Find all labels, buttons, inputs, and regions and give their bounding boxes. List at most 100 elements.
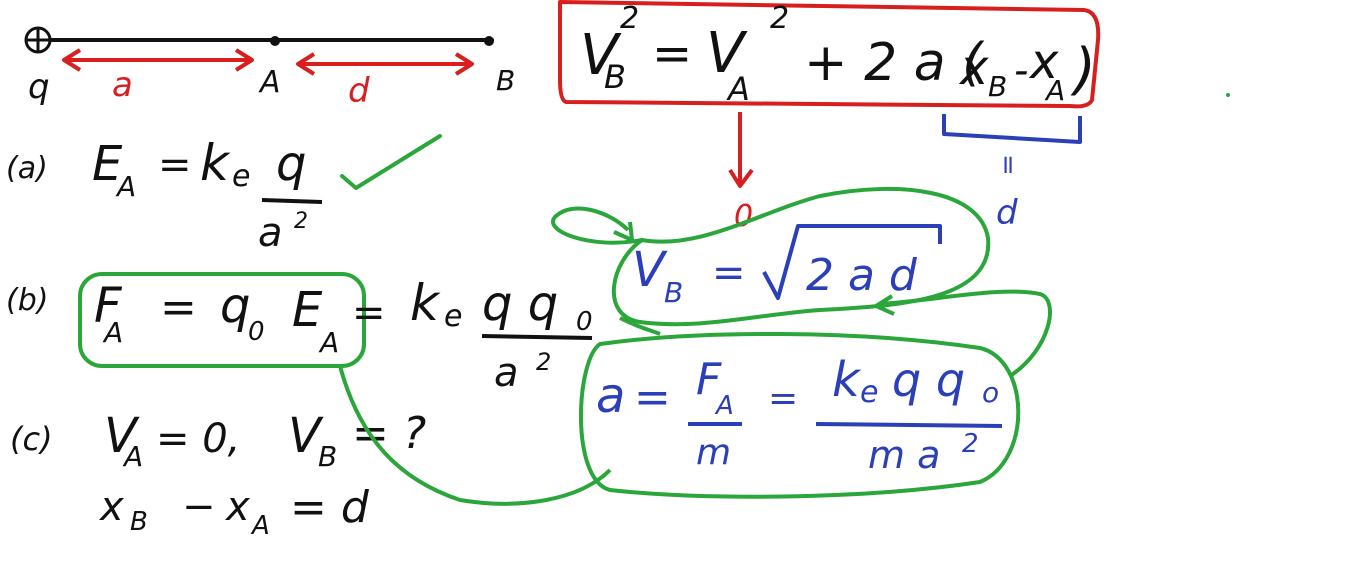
acceleration-result: a = F A m = k e q q o m a 2 [338,289,1052,506]
charge-label: q [28,67,50,107]
distance-d-label: d [348,71,370,111]
part-c-disp-x2: x [224,484,250,530]
part-b-den-power: 2 [536,348,551,376]
point-b-label: B [496,64,515,97]
accel-green-outline [579,331,1021,499]
accel-den2-power: 2 [962,429,979,459]
part-a-denominator: a [258,210,283,256]
part-b-eq2: = [352,290,386,336]
accel-to-vb-connector [879,289,1052,378]
part-b-tag: (b) [6,283,48,318]
part-b-field-sub: A [318,326,339,359]
force-connector-curve [338,365,612,506]
kin-va-power: 2 [770,1,789,36]
part-a-lhs: E [92,136,123,192]
point-a-label: A [258,65,281,100]
part-c-disp-minus: − [182,484,216,530]
vb-result-loop-arrowhead [613,221,635,244]
accel-eq2: = [768,378,798,419]
part-c-disp-a-sub: A [250,511,270,541]
part-b-field: E [292,282,323,338]
part-b-mid-sub: 0 [248,317,265,347]
displacement-eq-mark: = [993,154,1023,176]
accel-num-sub: A [714,391,734,421]
distance-a-label: a [112,65,133,105]
part-c-disp-value: = d [290,482,370,533]
part-a-coef: k [200,134,231,192]
vb-to-force-connector [619,316,661,336]
part-b-denominator: a [494,350,519,396]
part-c-vb-value: = ? [352,408,426,459]
part-b-lhs: F [94,278,123,334]
accel-num2-rest: q q [892,353,965,407]
sqrt-radical-icon [762,224,942,300]
part-c-vb: V [288,408,324,464]
vb-result: V B = 2 a d [551,186,991,327]
kinematics-equation: V 2 B = V 2 A + 2 a ( x B - x A ) 0 = d [558,0,1101,234]
kinematics-red-box [558,0,1101,109]
part-a-equation: (a) E A = k e q a 2 [6,134,442,256]
accel-eq1: = [634,372,671,423]
point-a-dot [270,36,280,46]
kin-xb-sub: B [988,70,1007,103]
displacement-d: d [996,193,1018,233]
part-c-equation: (c) V A = 0, V B = ? x B − x A = d [10,408,426,541]
part-b-num-sub: 0 [576,307,593,337]
distance-d-arrowhead-left [296,52,316,76]
part-b-eq1: = [160,282,197,333]
part-a-tag: (a) [6,151,48,186]
part-a-den-power: 2 [294,209,308,234]
part-c-disp-b-sub: B [130,507,148,537]
kin-plus: + 2 a ( [804,33,985,93]
kin-equals: = [652,26,692,82]
check-mark-icon [340,134,442,190]
vb-result-green-loop [551,206,643,245]
accel-fraction-bar-2 [815,422,1003,428]
kin-va-sub: A [726,70,750,108]
part-b-fraction-bar [481,334,593,340]
part-b-mid: q [220,278,250,334]
distance-a-arrowhead-right [234,48,254,72]
part-b-coef: k [410,274,441,332]
part-c-disp-x: x [98,484,124,530]
vb-result-lhs: V [632,242,668,298]
accel-num2-sub: e [860,375,878,410]
va-zero-arrowhead [728,168,754,188]
vb-result-equals: = [712,250,746,296]
part-a-numerator: q [276,136,306,192]
part-b-numerator: q q [482,276,558,332]
stray-ink-dot [1226,93,1230,97]
kin-vb-sub: B [604,58,626,96]
part-b-coef-sub: e [444,299,462,334]
distance-a-arrowhead-left [62,48,82,72]
part-a-lhs-sub: A [115,170,136,203]
part-c-tag: (c) [10,420,53,458]
part-c-va-value: = 0, [156,416,240,462]
kin-xa-sub: A [1044,74,1065,107]
part-b-equation: (b) F A = q 0 E A = k e q q 0 a 2 [6,272,593,396]
part-c-va: V [104,408,140,464]
kin-xa: x [1028,34,1059,90]
force-highlight-box [78,272,366,368]
accel-to-vb-arrowhead [871,294,895,316]
vb-result-green-outline [612,186,991,327]
part-c-vb-sub: B [318,440,337,473]
displacement-bracket [942,114,1082,144]
kin-minus: - [1014,48,1028,94]
accel-num2-rest-sub: o [982,376,999,409]
accel-den2: m a [868,433,940,477]
accel-lhs: a [596,368,625,424]
kin-va: V [706,21,748,86]
accel-num: F [696,354,722,405]
part-c-va-sub: A [122,440,143,473]
accel-num2: k [832,352,862,408]
va-zero-value: 0 [734,199,753,234]
distance-d-arrowhead-right [454,52,474,76]
part-a-fraction-bar [261,198,323,204]
part-a-coef-sub: e [232,159,250,194]
point-b-dot [484,36,494,46]
part-a-equals: = [158,142,192,188]
vb-result-lhs-sub: B [664,276,683,309]
